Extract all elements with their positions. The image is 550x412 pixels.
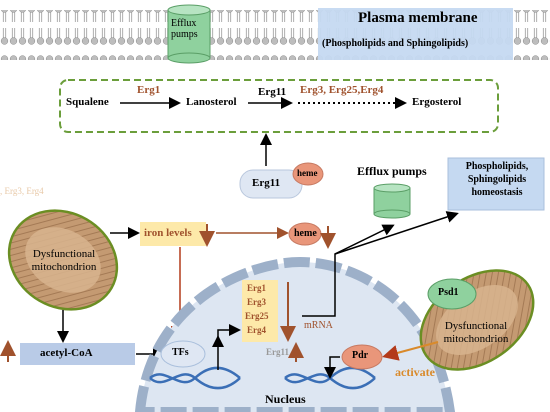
pdr-ellipse (341, 344, 383, 370)
ergosterol-label: Ergosterol (412, 96, 462, 108)
heme-label: heme (294, 228, 317, 239)
dna-helix-left-b (149, 373, 241, 390)
right-mito-label: Dysfunctional mitochondrion (443, 320, 509, 345)
tfs-label: TFs (172, 347, 189, 358)
acetyl-coa-box (20, 343, 135, 365)
iron-levels-box (140, 222, 206, 246)
iron-levels-label: iron levels (144, 227, 192, 239)
tfs-ellipse (160, 340, 206, 368)
lanosterol-label: Lanosterol (186, 96, 237, 108)
left-mito-label: Dysfunctional mitochondrion (31, 248, 97, 273)
heme-small-circle (292, 162, 324, 186)
psd1-ellipse (427, 278, 477, 310)
arrow-dna-genes (217, 324, 241, 338)
gene-erg3: Erg3 (247, 297, 266, 307)
gene-erg25: Erg25 (245, 311, 269, 321)
pathway-dashed-box (59, 79, 499, 133)
left-mitochondrion (7, 209, 119, 311)
squalene-label: Squalene (66, 96, 109, 108)
membrane-subtitle: (Phospholipids and Sphingolipids) (322, 38, 469, 49)
efflux-pump-cylinder (373, 183, 411, 219)
erg11-box-label: Erg11 (252, 177, 281, 189)
heme-small-label: heme (297, 168, 318, 178)
activate-label: activate (395, 365, 435, 379)
erg1-label: Erg1 (137, 84, 161, 96)
mrna-arrow-line (302, 224, 395, 317)
nucleus-label: Nucleus (265, 392, 306, 406)
gene-erg1: Erg1 (247, 283, 266, 293)
membrane-label-box (318, 8, 513, 60)
nucleus-envelope (134, 256, 456, 412)
faint-left-label: , Erg3, Erg4 (0, 186, 44, 196)
acetyl-coa-label: acetyl-CoA (40, 347, 93, 359)
mrna-label: mRNA (304, 320, 333, 331)
nucleus-erg11-label: Erg11 (266, 347, 290, 357)
erg11-pathway-label: Erg11 (258, 86, 287, 98)
arrow-activate (382, 341, 439, 361)
gene-erg4: Erg4 (247, 325, 266, 335)
phospholipids-box (447, 157, 545, 211)
arrow-to-phospholipids (334, 211, 459, 255)
membrane-title: Plasma membrane (358, 10, 478, 26)
efflux-pumps-label: Efflux pumps (357, 164, 427, 178)
pdr-label: Pdr (352, 350, 369, 361)
membrane-efflux-pump (167, 4, 211, 64)
erg-late-label: Erg3, Erg25,Erg4 (300, 84, 384, 96)
efflux-pumps-top-label: Efflux pumps (171, 18, 198, 40)
arrow-pdr-dna (324, 356, 340, 379)
gene-box (242, 280, 278, 342)
psd1-label: Psd1 (438, 287, 459, 298)
phospholipids-label: Phospholipids, Sphingolipids homeostasis (465, 161, 529, 198)
